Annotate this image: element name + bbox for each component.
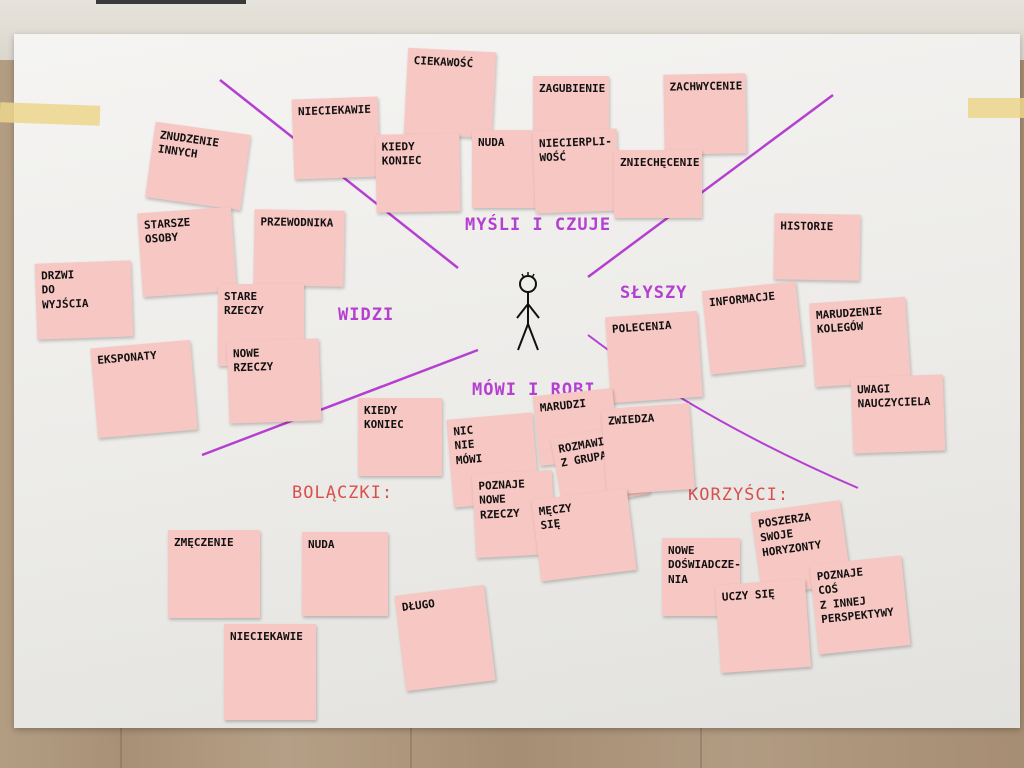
sticky-note: NOWE RZECZY — [226, 338, 322, 424]
sticky-note: ZWIEDZA — [601, 403, 695, 495]
sticky-note: POLECENIA — [605, 310, 703, 404]
sticky-note: PRZEWODNIKA — [253, 209, 345, 287]
divider-line-top-right — [587, 93, 834, 279]
sticky-note: NUDA — [472, 130, 540, 208]
sticky-note: DRZWI DO WYJŚCIA — [34, 260, 134, 340]
sticky-note: UCZY SIĘ — [715, 578, 811, 674]
sticky-note: EKSPONATY — [90, 339, 198, 439]
sticky-note: KIEDY KONIEC — [358, 398, 442, 476]
masking-tape-right — [968, 98, 1024, 118]
sticky-note: NIECIEKAWIE — [291, 96, 381, 180]
section-title-pains: BOLĄCZKI: — [292, 483, 394, 503]
sticky-note: UWAGI NAUCZYCIELA — [850, 374, 946, 454]
section-title-sees: WIDZI — [338, 305, 395, 325]
sticky-note: NUDA — [302, 532, 388, 616]
sticky-note: ZNIECHĘCENIE — [614, 150, 702, 218]
sticky-note: MĘCZY SIĘ — [531, 488, 637, 582]
divider-line-bottom-left — [201, 348, 479, 457]
sticky-note: INFORMACJE — [701, 281, 805, 375]
section-title-gains: KORZYŚCI: — [688, 485, 790, 505]
sticky-note: MARUDZENIE KOLEGÓW — [809, 296, 911, 388]
sticky-note: NIECIERPLI- WOŚĆ — [532, 128, 620, 214]
picture-frame-edge — [96, 0, 246, 4]
stick-figure-icon — [516, 272, 540, 351]
sticky-note: KIEDY KONIEC — [375, 133, 461, 213]
sticky-note: ZNUDZENIE INNYCH — [145, 121, 251, 211]
section-title-thinks: MYŚLI I CZUJE — [465, 215, 612, 235]
sticky-note: ZACHWYCENIE — [663, 73, 747, 155]
sticky-note: DŁUGO — [394, 584, 496, 692]
sticky-note: ZMĘCZENIE — [168, 530, 260, 618]
sticky-note: NIECIEKAWIE — [224, 624, 316, 720]
sticky-note: POZNAJE COŚ Z INNEJ PERSPEKTYWY — [809, 555, 911, 655]
section-title-hears: SŁYSZY — [620, 283, 688, 303]
sticky-note: CIEKAWOŚĆ — [403, 47, 497, 139]
sticky-note: HISTORIE — [773, 213, 861, 281]
